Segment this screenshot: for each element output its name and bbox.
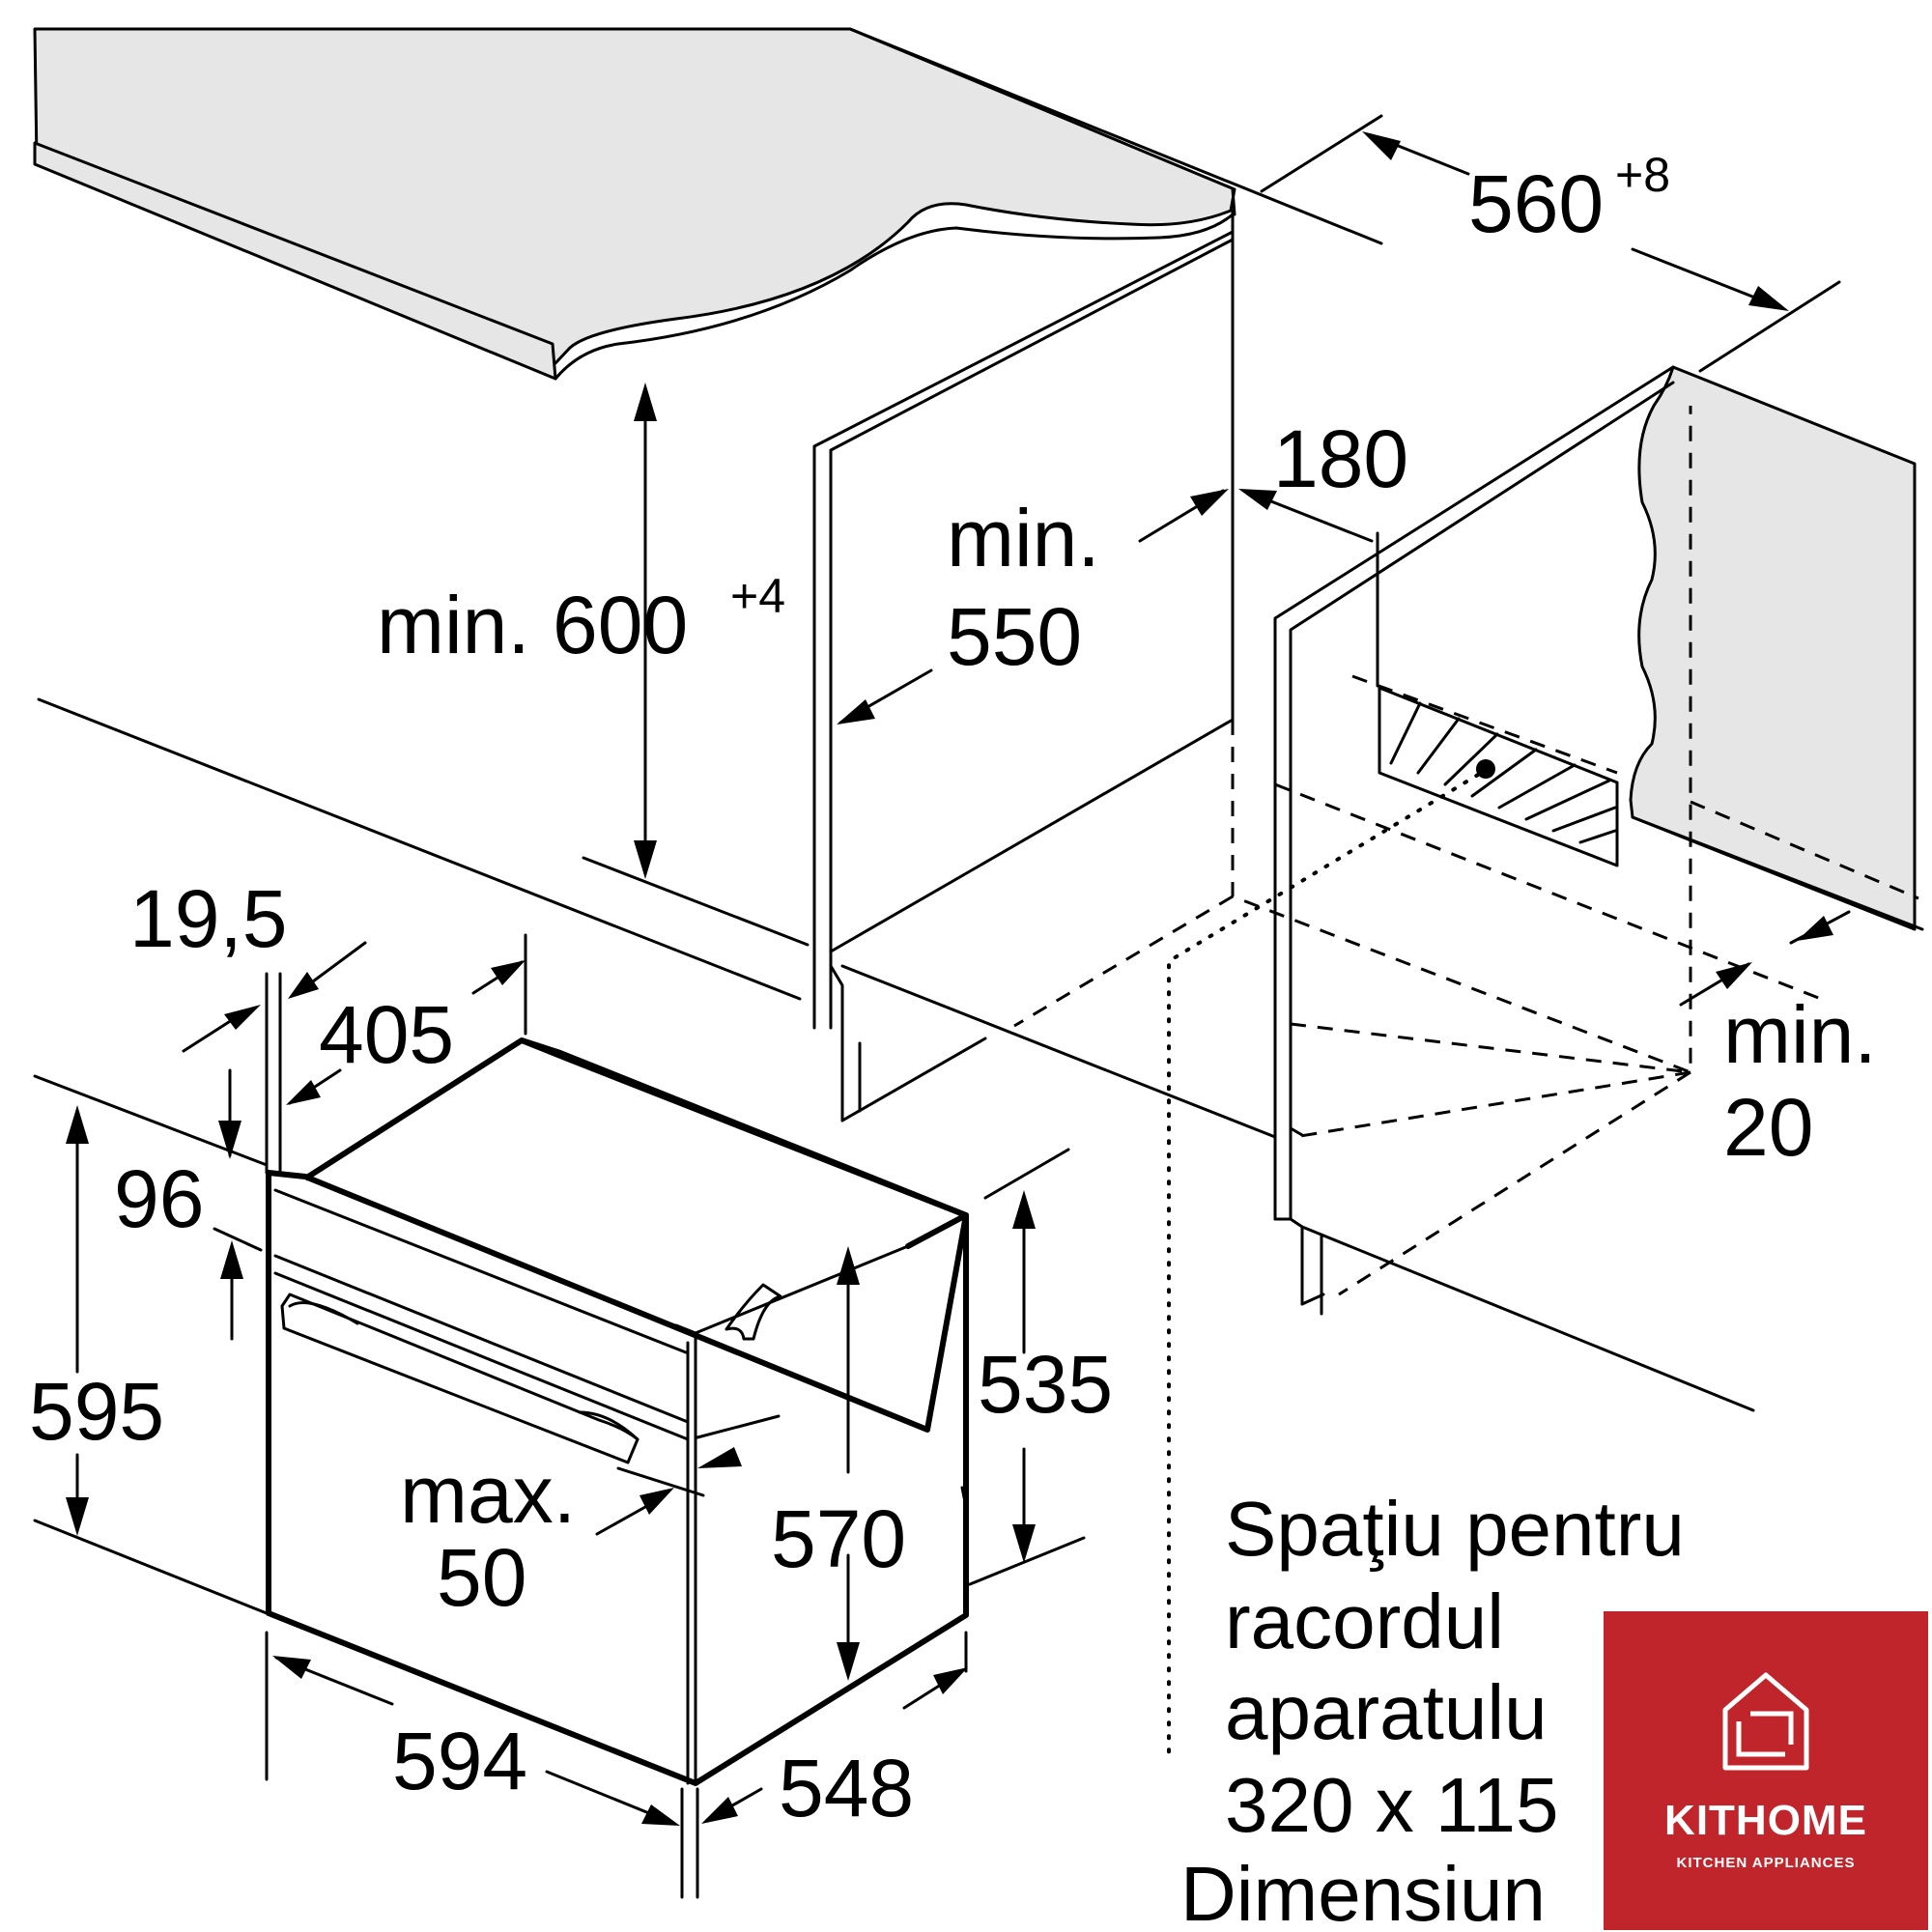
note-line-1: Spaţiu pentru [1225,1486,1685,1572]
dim-405: 405 [319,989,454,1080]
dim-600-tolerance: +4 [730,569,785,623]
hidden-lines [1013,406,1919,1296]
connection-zone [1378,686,1619,867]
dim-min-600: min. 600 [377,580,688,670]
note-line-2: racordul [1225,1578,1504,1664]
dim-535: 535 [978,1339,1113,1430]
dim-min-20-value: 20 [1723,1082,1813,1173]
dim-96: 96 [114,1153,204,1244]
dim-548: 548 [779,1743,914,1833]
left-cabinet [812,209,1235,1122]
right-cabinet [1273,365,1675,1316]
dim-19-5: 19,5 [129,873,288,964]
dim-max-50-prefix: max. [400,1449,576,1540]
note-line-3: aparatulu [1225,1669,1548,1755]
floor-lines [37,697,1924,1412]
house-icon [1722,1672,1809,1771]
oven [266,1037,969,1786]
dim-180: 180 [1273,413,1408,504]
dim-570: 570 [771,1493,906,1584]
kithome-logo: KITHOME KITCHEN APPLIANCES [1604,1611,1928,1930]
note-line-4: 320 x 115 [1225,1762,1558,1848]
dim-560-tolerance: +8 [1615,148,1670,202]
dim-595: 595 [29,1366,164,1457]
dim-max-50-value: 50 [437,1532,526,1623]
dim-min-20-prefix: min. [1723,989,1877,1080]
dim-560: 560 [1468,158,1604,249]
side-wall [1629,365,1917,931]
dim-594: 594 [392,1716,527,1806]
dimension-lines [33,114,1851,1899]
dim-min-550-value: 550 [947,591,1082,682]
connection-note: Spaţiu pentru racordul aparatulu 320 x 1… [1180,1486,1685,1932]
dimension-labels: 560 +8 180 min. 550 min. 600 +4 min. 20 … [29,148,1877,1833]
logo-tagline: KITCHEN APPLIANCES [1676,1855,1856,1871]
note-line-5: Dimensiun [1180,1851,1546,1932]
cable-path [1167,773,1480,1760]
worktop [33,27,1383,381]
dim-min-550-prefix: min. [947,493,1100,583]
logo-name: KITHOME [1664,1797,1867,1844]
